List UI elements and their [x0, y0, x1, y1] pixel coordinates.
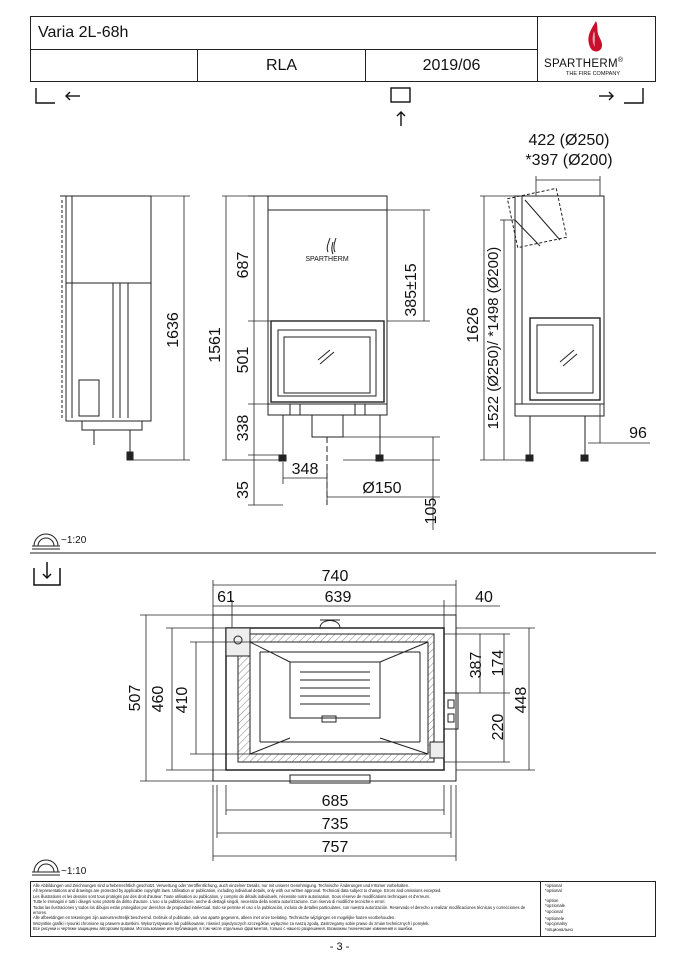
scale-icon-bottom — [32, 859, 60, 876]
front-dim-lines — [222, 195, 440, 530]
disclaimer-line-pl: Wszystkie grafiki i rysunki chronione są… — [33, 920, 430, 926]
scale-top-label: ~1:20 — [61, 535, 87, 546]
dim-507-label: 507 — [127, 685, 144, 712]
spartherm-logo: SPARTHERM® THE FIRE COMPANY — [538, 17, 655, 81]
optional-nl: *optionele — [545, 916, 565, 922]
dim-1626-label: 1626 — [465, 307, 482, 343]
brand-tagline: THE FIRE COMPANY — [566, 71, 620, 77]
dim-174-label: 174 — [490, 650, 507, 677]
view-left-icon — [35, 88, 80, 104]
dim-385-label: 385±15 — [403, 263, 420, 316]
front-view — [267, 195, 388, 505]
variant-code: RLA — [265, 57, 298, 74]
dim-348-label: 348 — [292, 461, 319, 478]
front-flame-icon — [326, 237, 337, 255]
dim-740-label: 740 — [322, 568, 349, 585]
optional-ru: *опционально — [545, 926, 573, 932]
view-front-icon — [390, 87, 411, 126]
title-divider-v2 — [365, 49, 366, 82]
dim-61-label: 61 — [217, 589, 235, 606]
dim-96-label: 96 — [629, 425, 647, 442]
dim-1636-label: 1636 — [165, 312, 182, 348]
optional-it: *opzionale — [545, 903, 566, 909]
dim-35-label: 35 — [235, 481, 252, 499]
disclaimer-line-de: Alle Abbildungen und Zeichnungen sind ur… — [33, 883, 410, 888]
flame-icon — [588, 21, 603, 52]
plan-view-icon — [33, 562, 61, 586]
optional-fr: *option — [545, 897, 559, 903]
dim-150-label: Ø150 — [362, 480, 401, 497]
page-number: - 3 - — [329, 941, 350, 953]
disclaimer-line-en: All representations and drawings are pro… — [33, 888, 442, 894]
dim-639-label: 639 — [325, 589, 352, 606]
brand-name: SPARTHERM® — [544, 57, 624, 70]
optional-de: *optional — [545, 883, 562, 888]
title-divider-v1 — [197, 49, 198, 82]
disclaimer-line-ru: Все рисунки и чертежи защищены авторским… — [33, 926, 414, 932]
dim-387-label: 387 — [468, 652, 485, 679]
scale-icon-top — [32, 533, 60, 550]
plan-dim-lines — [140, 580, 535, 861]
dim-1636 — [133, 195, 190, 461]
dim-220-label: 220 — [490, 714, 507, 741]
view-right-icon — [599, 88, 644, 104]
revision-date: 2019/06 — [422, 57, 481, 74]
disclaimer-text: Alle Abbildungen und Zeichnungen sind ur… — [33, 883, 538, 935]
dim-40-label: 40 — [475, 589, 493, 606]
dim-687-label: 687 — [235, 252, 252, 279]
dim-1561-label: 1561 — [207, 327, 224, 363]
optional-en: *optional — [545, 888, 562, 894]
front-logo: SPARTHERM — [305, 256, 348, 263]
flue-top-label: 422 (Ø250) — [529, 132, 610, 149]
scale-bottom-label: ~1:10 — [61, 866, 87, 877]
disclaimer-line-es: Todas las ilustraciones y todos los dibu… — [33, 904, 526, 916]
dim-501-label: 501 — [235, 347, 252, 374]
optional-es: *opcional — [545, 908, 563, 914]
dim-338-label: 338 — [235, 415, 252, 442]
disclaimer-line-it: Tutte le immagini e tutti i disegni sono… — [33, 899, 386, 905]
dim-460-label: 460 — [150, 686, 167, 713]
dim-685-label: 685 — [322, 793, 349, 810]
disclaimer-box — [30, 881, 656, 937]
title-divider-h — [30, 49, 537, 50]
disclaimer-divider — [540, 881, 541, 937]
dim-410-label: 410 — [174, 687, 191, 714]
model-name: Varia 2L-68h — [38, 24, 129, 41]
dim-448-label: 448 — [513, 687, 530, 714]
disclaimer-line-fr: Les illustrations et les dessins sont to… — [33, 893, 431, 899]
title-divider-v3 — [537, 16, 538, 82]
dim-105-label: 105 — [423, 498, 440, 525]
flue-alt-label: *397 (Ø200) — [525, 152, 612, 169]
disclaimer-line-nl: Alle afbeeldingen en tekeningen zijn aut… — [33, 915, 396, 921]
optional-pl: *opcjonalny — [545, 921, 568, 927]
side-view-left — [60, 195, 152, 461]
optional-legend: *optional *optional *option *opzionale *… — [545, 883, 653, 932]
dim-735-label: 735 — [322, 816, 349, 833]
dim-1522-label: 1522 (Ø250)/ *1498 (Ø200) — [485, 247, 502, 430]
right-dim-lines — [480, 176, 650, 461]
plan-view — [212, 614, 459, 784]
side-view-right — [506, 187, 605, 462]
dim-757-label: 757 — [322, 839, 349, 856]
